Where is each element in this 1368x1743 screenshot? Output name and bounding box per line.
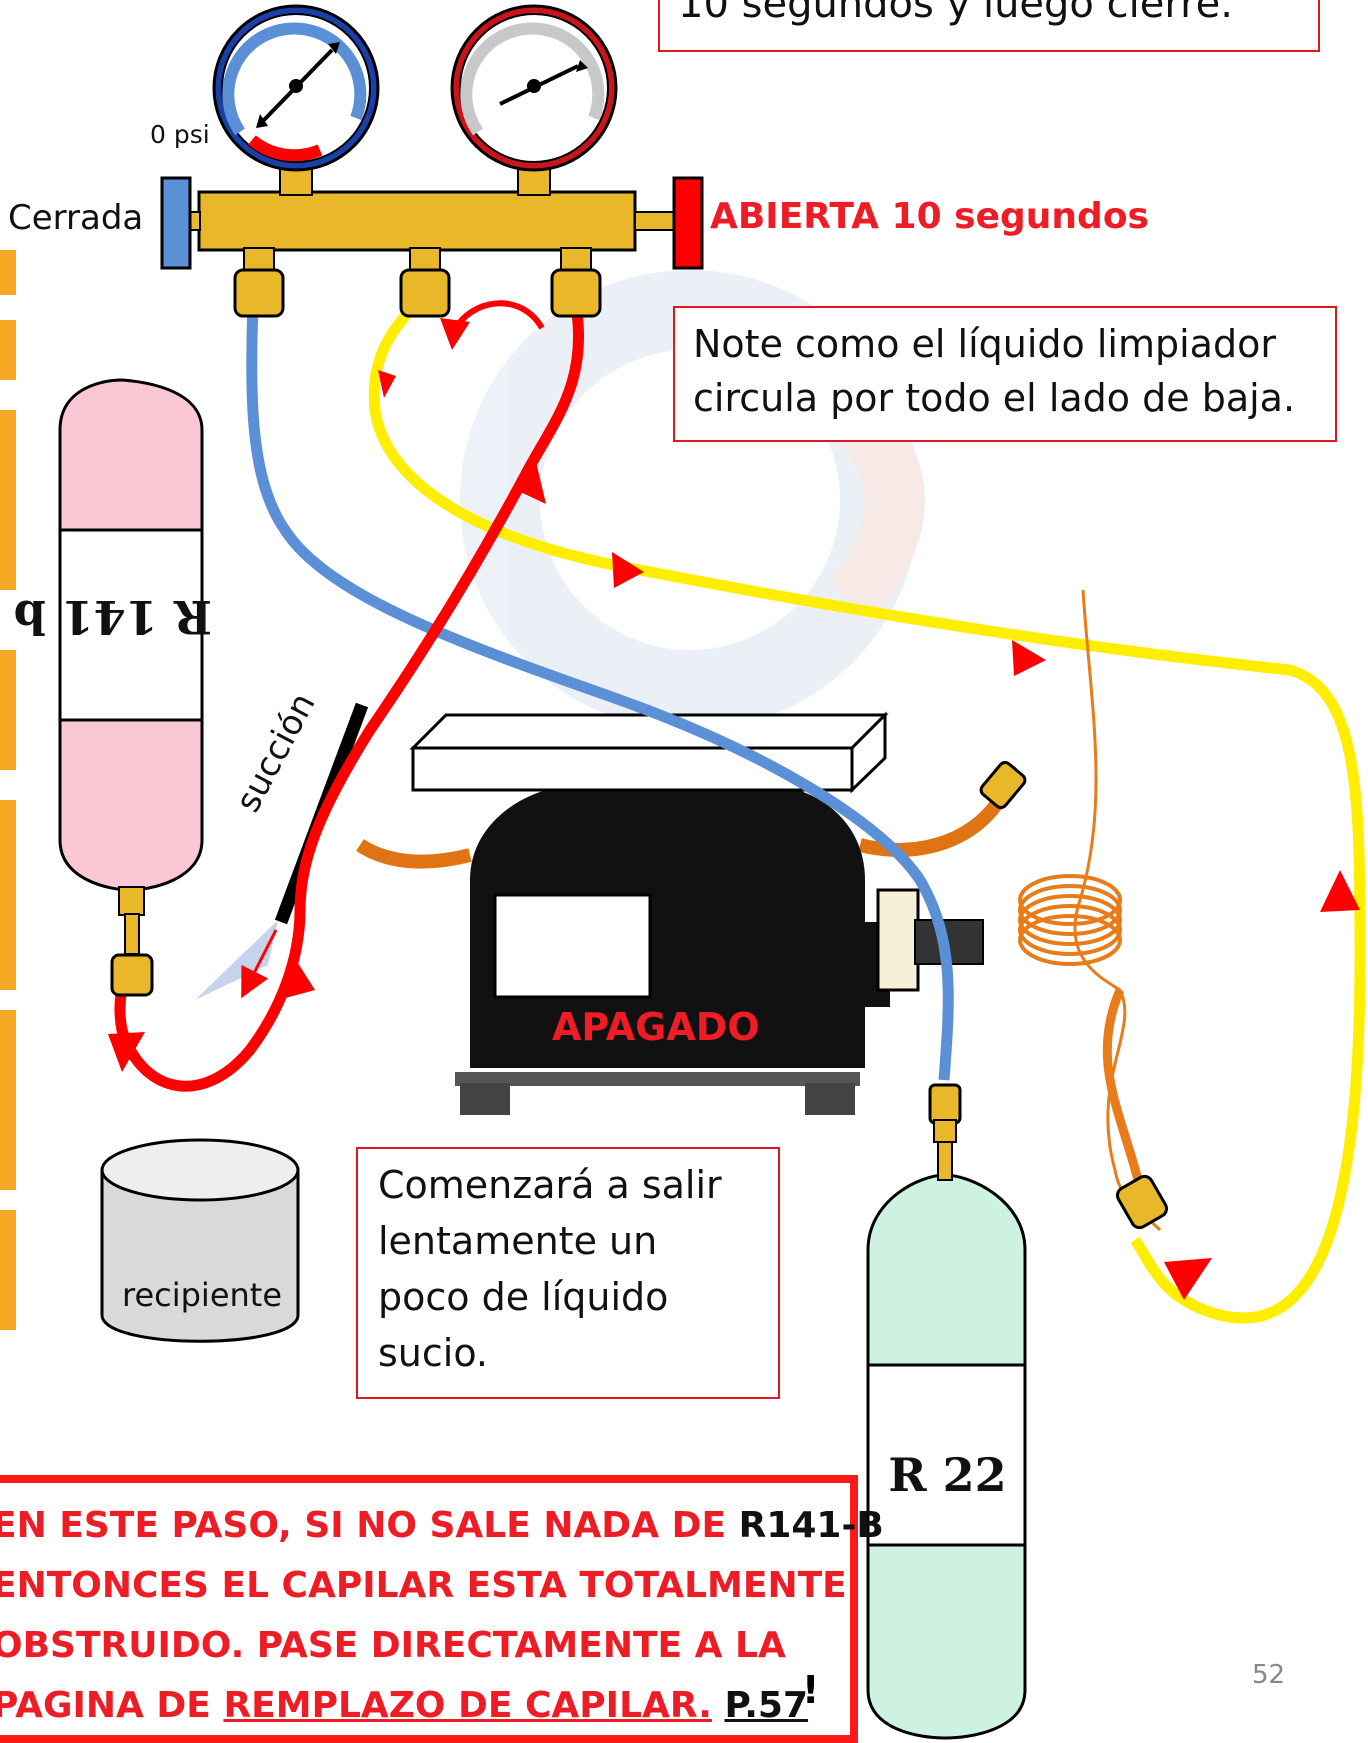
instruction-box: 10 segundos y luego cierre. (658, 0, 1320, 52)
spray-jet (195, 920, 278, 1000)
r141b-cylinder (58, 378, 204, 997)
output-line-4: sucio. (378, 1331, 488, 1375)
warning-line-2: ENTONCES EL CAPILAR ESTA TOTALMENTE (0, 1565, 847, 1606)
page-ref-link[interactable]: P.57 (724, 1685, 809, 1726)
gauge-psi-label: 0 psi (150, 120, 210, 149)
yellow-hose-arrows (378, 370, 1360, 1300)
warning-line-3: OBSTRUIDO. PASE DIRECTAMENTE A LA (0, 1625, 786, 1666)
warning-line-1-red: EN ESTE PASO, SI NO SALE NADA DE (0, 1505, 727, 1546)
yellow-hose (368, 296, 1366, 1324)
warning-line-4-prefix: PAGINA DE (0, 1685, 211, 1726)
capillary-tube (1073, 589, 1162, 1232)
compressor (356, 760, 1027, 1115)
note-line-2: circula por todo el lado de baja. (693, 376, 1296, 420)
warning-line-1: EN ESTE PASO, SI NO SALE NADA DE R141-B (0, 1505, 884, 1546)
compressor-status: APAGADO (552, 1005, 760, 1049)
left-valve-state: Cerrada (8, 198, 144, 238)
right-valve-state: ABIERTA 10 segundos (710, 196, 1149, 237)
warning-box: EN ESTE PASO, SI NO SALE NADA DE R141-B … (0, 1475, 884, 1743)
note-box: Note como el líquido limpiador circula p… (673, 306, 1337, 442)
low-pressure-gauge (212, 4, 380, 172)
container (100, 1138, 300, 1343)
note-line-1: Note como el líquido limpiador (693, 322, 1276, 366)
warning-line-1-black: R141-B (738, 1505, 884, 1546)
drip-tray (409, 711, 889, 794)
red-hose-arrows (108, 462, 546, 1072)
instruction-text: 10 segundos y luego cierre. (678, 0, 1233, 27)
right-valve-knob[interactable] (672, 176, 704, 270)
flow-curve-arrow (452, 300, 545, 332)
manifold (160, 164, 704, 318)
output-line-2: lentamente un (378, 1219, 658, 1263)
r22-label: R 22 (888, 1448, 1007, 1502)
capillary-fitting (1115, 1174, 1169, 1230)
r22-cylinder (866, 1083, 1027, 1740)
r141b-label: R 141 b (13, 590, 212, 644)
output-line-1: Comenzará a salir (378, 1163, 722, 1207)
high-pressure-gauge (450, 4, 618, 172)
capillary-replace-link[interactable]: REMPLAZO DE CAPILAR. (223, 1685, 712, 1726)
warning-exclaim: ! (802, 1668, 820, 1712)
container-label: recipiente (121, 1276, 283, 1314)
side-dash-strip (0, 250, 16, 1330)
output-line-3: poco de líquido (378, 1275, 669, 1319)
left-valve-knob[interactable] (160, 176, 192, 270)
red-hose (114, 298, 585, 1092)
warning-line-4: PAGINA DE REMPLAZO DE CAPILAR. P.57 (0, 1685, 808, 1726)
output-box: Comenzará a salir lentamente un poco de … (356, 1147, 780, 1399)
page-number: 52 (1252, 1660, 1286, 1690)
blue-hose (246, 299, 954, 1081)
capillary-coil (1018, 874, 1122, 966)
